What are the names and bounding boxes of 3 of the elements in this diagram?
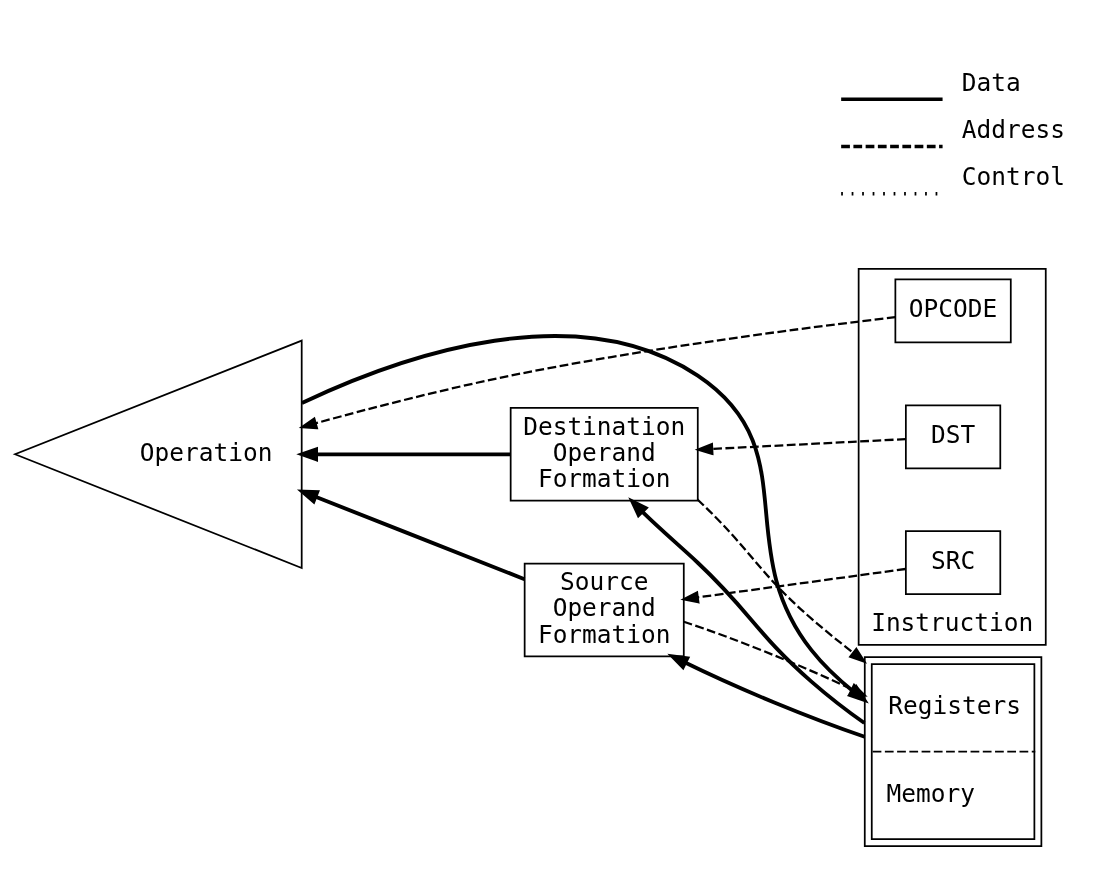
legend-label: Address [961,115,1065,145]
legend-label: Data [961,67,1021,97]
legend-label: Control [961,162,1065,192]
